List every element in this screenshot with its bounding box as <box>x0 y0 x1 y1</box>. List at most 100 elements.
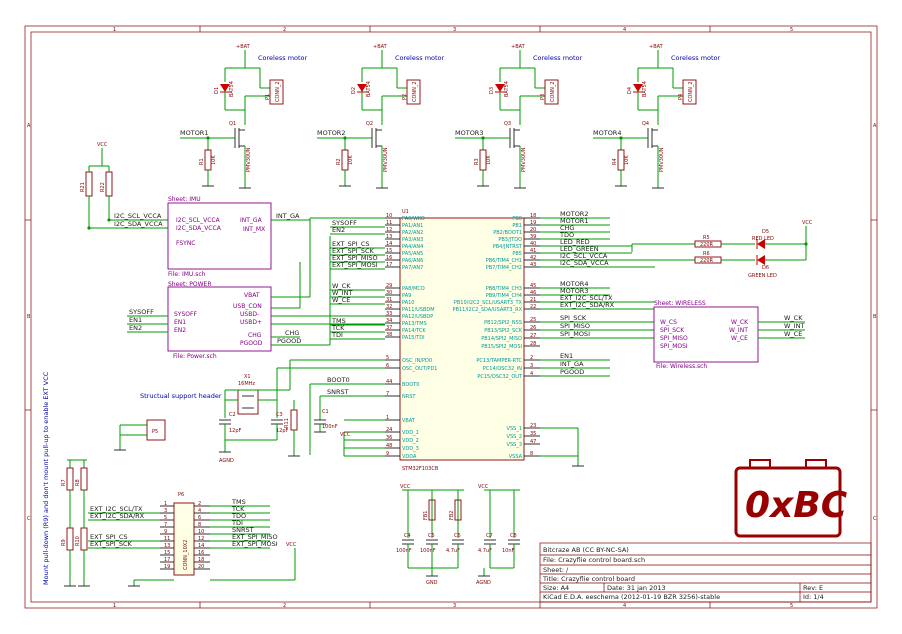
mcu-right-net: LED_RED <box>560 238 590 246</box>
mcu-pin-num: 15 <box>386 248 392 254</box>
decoup-vcc: VCC <box>400 484 411 490</box>
exp-left-net: EXT_SPI_SCK <box>90 540 133 548</box>
power-pin-chg: CHG <box>248 332 262 339</box>
tb-tool: KiCad E.D.A. eeschema (2012-01-19 BZR 32… <box>543 593 720 601</box>
cap-ref: C5 <box>428 533 435 539</box>
r11-ref: R11 <box>284 418 290 428</box>
mcu-pin-num: 45 <box>530 283 536 289</box>
imu-net-intga: INT_GA <box>276 212 300 220</box>
motor-connector <box>544 79 559 105</box>
mcu-pin-num: 25 <box>530 317 536 323</box>
wireless-net-wck: W_CK <box>784 314 803 322</box>
exp-pin-even: 14 <box>198 543 204 549</box>
row-label-c-r: C <box>873 516 877 522</box>
mcu-left-net: W_CK <box>332 282 351 290</box>
exp-pin-even: 2 <box>198 501 201 507</box>
diode-val: BAT54 <box>366 81 372 97</box>
res-val: 10K <box>211 155 217 165</box>
exp-left-net: EXT_I2C_SCL/TX <box>90 505 143 513</box>
mcu-pin-name: PA5/AN5 <box>402 251 423 257</box>
motor-label: Coreless motor <box>671 54 721 62</box>
mcu-pin-num: 48 <box>386 443 392 449</box>
r21-ref: R21 <box>80 182 86 192</box>
motor-net-label: MOTOR4 <box>593 129 621 137</box>
mcu-pin-name: PA4/AN4 <box>402 244 423 250</box>
power-sheet: Sheet: POWER File: Power.sch SYSOFF EN1 … <box>127 281 385 360</box>
imu-sheet-title: Sheet: IMU <box>168 196 201 203</box>
mcu-pin-name: PB15/SPI2_MOSI <box>481 344 522 350</box>
res-ref: R2 <box>336 158 342 165</box>
mcu-pin-num: 38 <box>386 332 392 338</box>
p6-ref: P6 <box>178 492 184 498</box>
diode-val: BAT54 <box>642 81 648 97</box>
mcu-right-net: PGOOD <box>560 368 584 376</box>
d5-ref: D5 <box>762 229 769 235</box>
res-ref: R4 <box>612 158 618 165</box>
fet-val: PMV30UN <box>383 147 389 172</box>
conn-ref: P2 <box>402 94 408 100</box>
exp-pin-odd: 19 <box>164 564 170 570</box>
ferrite-bead <box>428 499 436 521</box>
mcu-pin-num: 36 <box>386 435 392 441</box>
note-text: Mount pull-down (R9) and don't mount pul… <box>42 371 50 585</box>
mcu-pin-num: 24 <box>386 427 392 433</box>
decoup-vcca: VCC <box>478 484 489 490</box>
c1-val: 100nF <box>322 424 338 430</box>
exp-left-net: EXT_SPI_CS <box>90 533 128 541</box>
r5-ref: R5 <box>703 235 710 241</box>
row-label-a: A <box>27 123 31 129</box>
row-label-a-r: A <box>873 123 877 129</box>
tb-date: Date: 31 jan 2013 <box>607 584 666 592</box>
power-net-pgood: PGOOD <box>277 337 301 345</box>
mcu-pin-num: 46 <box>530 290 536 296</box>
mcu-pin-name: PA1/AN1 <box>402 223 423 229</box>
cap-ref: C7 <box>486 533 493 539</box>
exp-right-net: TCK <box>231 505 245 513</box>
power-pin-usbdm: USBD- <box>240 311 259 318</box>
imu-net-sda: I2C_SDA_VCCA <box>114 220 163 228</box>
exp-pin-even: 16 <box>198 550 204 556</box>
exp-pin-odd: 5 <box>164 515 167 521</box>
mcu-pin-num: 16 <box>386 255 392 261</box>
tb-size: Size: A4 <box>543 584 569 592</box>
mcu-pin-num: 1 <box>386 415 389 421</box>
fet-ref: Q1 <box>229 121 236 127</box>
mcu-pin-num: 34 <box>386 318 392 324</box>
mcu-pin-name: PB0 <box>512 216 522 222</box>
fet-val: PMV30UN <box>246 147 252 172</box>
mcu-left-net: EXT_SPI_MOSI <box>332 261 378 269</box>
motor-power-label: +BAT <box>511 44 526 50</box>
snrst-net: SNRST <box>327 388 349 396</box>
mcu-pin-num: 8 <box>530 451 533 457</box>
mcu-pin-name: PA10 <box>402 300 414 306</box>
mcu-pin-num: 33 <box>386 311 392 317</box>
fet-ref: Q2 <box>366 121 373 127</box>
diode-val: BAT54 <box>504 81 510 97</box>
mcu-pin-name: PB2/BOOT1 <box>493 230 522 236</box>
mcu-pin-num: 44 <box>386 379 392 385</box>
mcu-pin-num: 43 <box>530 262 536 268</box>
diode-icon <box>357 84 367 92</box>
conn-ref: P1 <box>265 94 271 100</box>
exp-pin-odd: 7 <box>164 522 167 528</box>
mcu-right-net: SPI_MISO <box>560 322 590 330</box>
mcu-pin-name: PC14/OSC32_IN <box>483 366 522 372</box>
exp-pin-odd: 15 <box>164 550 170 556</box>
mcu-left-net: SYSOFF <box>332 219 357 227</box>
exp-right-net: TDO <box>231 512 246 520</box>
p6-val: CONN_10X2 <box>183 540 189 570</box>
x1-val: 16MHz <box>238 381 255 387</box>
motor-power-label: +BAT <box>373 44 388 50</box>
power-pin-en1: EN1 <box>174 319 186 326</box>
imu-pin-intga: INT_GA <box>240 217 263 224</box>
mcu-right-net: I2C_SDA_VCCA <box>560 259 609 267</box>
x1-ref: X1 <box>244 374 251 380</box>
diode-val: BAT54 <box>229 81 235 97</box>
fet-val: PMV30UN <box>659 147 665 172</box>
mcu-right-net: EXT_I2C_SDA/RX <box>560 301 615 309</box>
col-label-4: 4 <box>623 27 626 33</box>
exp-pin-even: 18 <box>198 557 204 563</box>
tb-file: File: Crazyflie control board.sch <box>543 556 645 564</box>
